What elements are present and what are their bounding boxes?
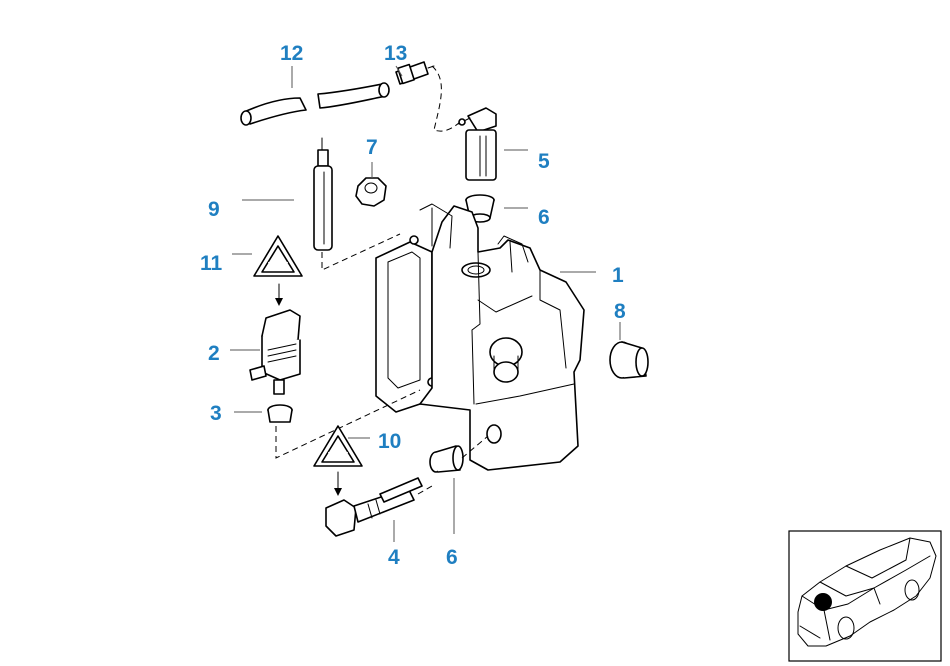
- part-6-grommet-lower[interactable]: [429, 445, 464, 473]
- part-13-connector[interactable]: [395, 61, 435, 85]
- callout-7[interactable]: 7: [366, 136, 378, 159]
- part-4-washer-pump[interactable]: [325, 477, 423, 537]
- callout-6-upper[interactable]: 6: [538, 206, 550, 229]
- part-7-nut[interactable]: [355, 177, 387, 207]
- callout-9[interactable]: 9: [208, 198, 220, 221]
- connection-4-to-6: [417, 485, 433, 495]
- part-10-warning-label[interactable]: [313, 425, 363, 467]
- leader-lines: [230, 65, 621, 542]
- part-5-level-sensor[interactable]: [457, 107, 497, 181]
- connection-3-to-tank: [275, 389, 421, 459]
- inset-frame: [788, 530, 942, 662]
- part-2-washer-pump[interactable]: [249, 309, 301, 395]
- arrow-11-to-2: [275, 283, 283, 306]
- callout-1[interactable]: 1: [612, 264, 624, 287]
- part-8-cap[interactable]: [609, 341, 649, 379]
- part-9-tube[interactable]: [313, 137, 333, 251]
- connection-9-to-tank: [321, 233, 401, 271]
- callout-8[interactable]: 8: [614, 300, 626, 323]
- callout-4[interactable]: 4: [388, 546, 400, 569]
- arrow-10-to-4: [334, 471, 342, 496]
- part-11-warning-label[interactable]: [253, 235, 303, 277]
- location-marker-icon: [814, 593, 832, 611]
- part-1-washer-tank[interactable]: [375, 203, 585, 471]
- part-12-hose[interactable]: [240, 82, 390, 126]
- vehicle-location-inset: [788, 530, 942, 662]
- callout-6-lower[interactable]: 6: [446, 546, 458, 569]
- callout-2[interactable]: 2: [208, 342, 220, 365]
- callout-3[interactable]: 3: [210, 402, 222, 425]
- callout-13[interactable]: 13: [384, 42, 407, 65]
- callout-10[interactable]: 10: [378, 430, 401, 453]
- callout-5[interactable]: 5: [538, 150, 550, 173]
- callout-12[interactable]: 12: [280, 42, 303, 65]
- connection-6-to-tank: [461, 435, 489, 459]
- callout-11[interactable]: 11: [200, 252, 223, 275]
- callout-labels: 12 13 7 5 9 6 11 1 8 2 3 10 4 6: [200, 42, 626, 569]
- connection-13-to-5: [431, 65, 463, 132]
- part-3-grommet[interactable]: [267, 404, 293, 423]
- car-outline-icon: [797, 537, 937, 647]
